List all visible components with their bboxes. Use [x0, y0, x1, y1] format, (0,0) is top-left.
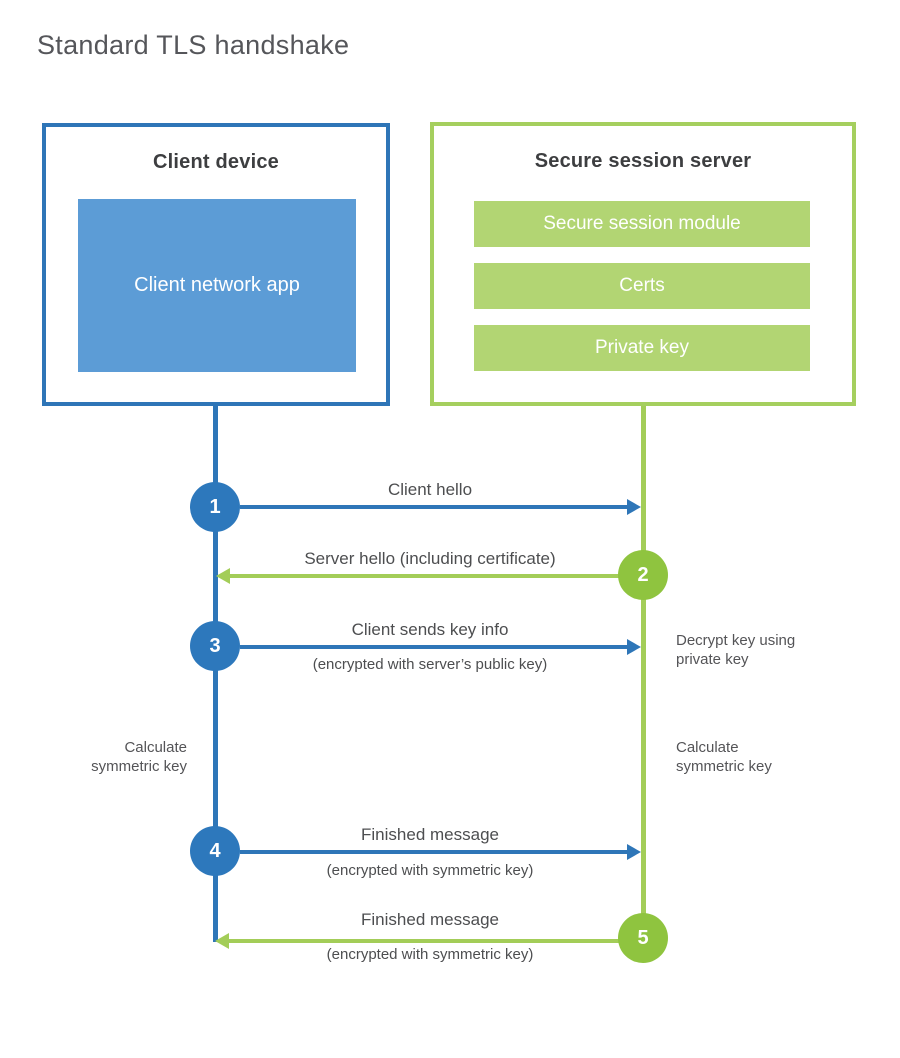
arrow-shaft [228, 574, 620, 578]
arrow-finished-server [215, 933, 620, 949]
arrow-finished-client [240, 844, 641, 860]
client-network-app-label: Client network app [134, 274, 300, 296]
arrow-shaft [240, 850, 629, 854]
note-calculate-key-client: Calculate symmetric key [91, 739, 187, 775]
client-network-app-block: Client network app [78, 199, 356, 372]
arrow-shaft [240, 645, 629, 649]
arrowhead-left-icon [215, 933, 229, 949]
msg-server-hello: Server hello (including certificate) [304, 549, 556, 568]
client-lifeline [213, 406, 218, 942]
msg-finished-client: Finished message [361, 825, 499, 844]
server-private-key-bar: Private key [474, 325, 810, 371]
msg-client-key-info: Client sends key info [351, 620, 509, 639]
server-title: Secure session server [534, 150, 752, 172]
msg-client-key-info-sub: (encrypted with server’s public key) [312, 656, 548, 673]
arrowhead-right-icon [627, 639, 641, 655]
msg-finished-server-sub: (encrypted with symmetric key) [326, 946, 534, 963]
step-badge-1: 1 [190, 482, 240, 532]
msg-client-hello: Client hello [387, 480, 473, 499]
arrow-client-key-info [240, 639, 641, 655]
server-module-bar: Secure session module [474, 201, 810, 247]
note-calculate-key-server: Calculate symmetric key [676, 739, 772, 775]
arrowhead-right-icon [627, 499, 641, 515]
arrow-server-hello [216, 568, 620, 584]
client-device-box: Client device Client network app [42, 123, 390, 406]
step-badge-4: 4 [190, 826, 240, 876]
arrow-shaft [227, 939, 620, 943]
msg-finished-server: Finished message [361, 910, 499, 929]
msg-finished-client-sub: (encrypted with symmetric key) [326, 862, 534, 879]
server-lifeline [641, 406, 646, 938]
arrow-client-hello [240, 499, 641, 515]
arrowhead-left-icon [216, 568, 230, 584]
step-badge-5: 5 [618, 913, 668, 963]
step-badge-3: 3 [190, 621, 240, 671]
note-decrypt-key: Decrypt key using private key [676, 632, 796, 668]
arrowhead-right-icon [627, 844, 641, 860]
page-title: Standard TLS handshake [37, 30, 350, 60]
arrow-shaft [240, 505, 629, 509]
server-certs-bar: Certs [474, 263, 810, 309]
client-device-title: Client device [153, 151, 279, 173]
step-badge-2: 2 [618, 550, 668, 600]
secure-session-server-box: Secure session server Secure session mod… [430, 122, 856, 406]
